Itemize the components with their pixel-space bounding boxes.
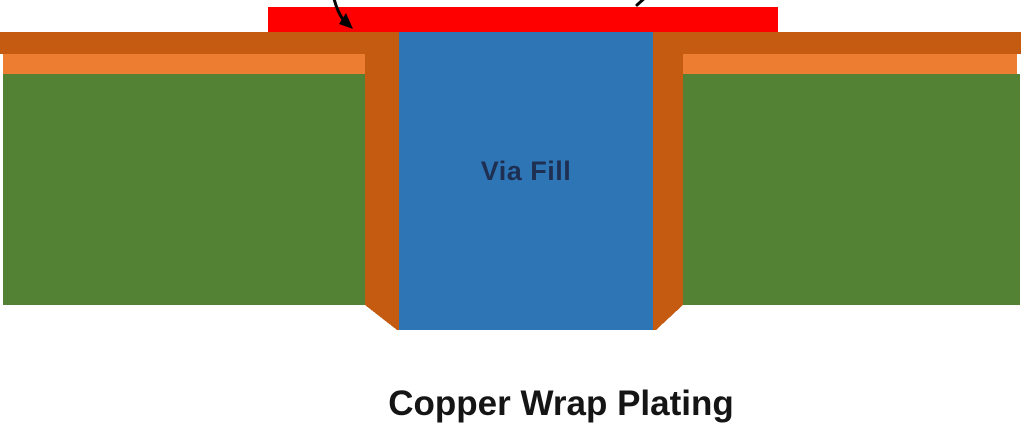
diagram-caption: Copper Wrap Plating	[388, 384, 734, 423]
annotation-arrow-fragment	[635, 0, 645, 7]
laminate-left	[3, 74, 365, 305]
inner-copper-layer-right	[683, 54, 1017, 74]
laminate-right	[683, 74, 1020, 305]
annotation-arrow-head-icon	[339, 13, 353, 29]
inner-copper-layer-left	[3, 54, 365, 74]
via-fill-label: Via Fill	[480, 156, 572, 186]
copper-cap-layer	[268, 7, 778, 32]
via-fill-region	[399, 32, 653, 330]
